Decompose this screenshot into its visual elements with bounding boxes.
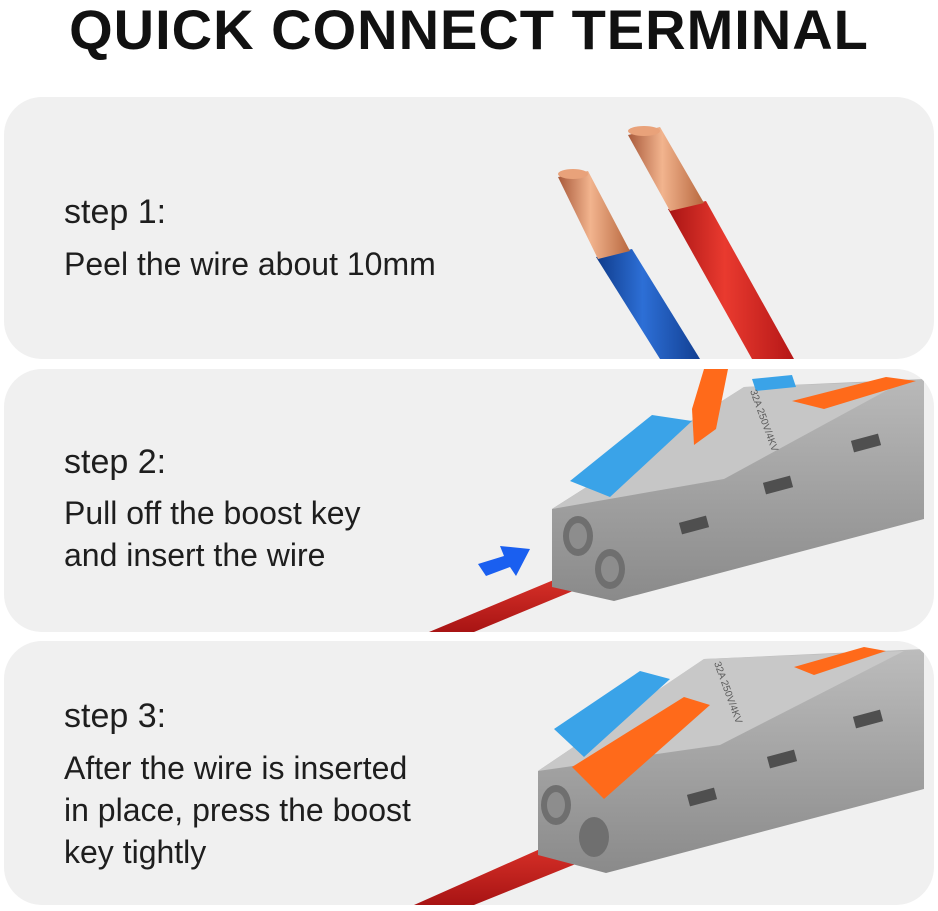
red-wire bbox=[628, 126, 794, 359]
step-1-text: Peel the wire about 10mm bbox=[64, 246, 436, 282]
connector-closed-illustration: 32A 250V/4KV bbox=[414, 647, 924, 905]
step-2-text: Pull off the boost key and insert the wi… bbox=[64, 495, 361, 573]
step-3-label: step 3: bbox=[64, 697, 167, 735]
step-2-label: step 2: bbox=[64, 443, 167, 481]
insert-arrow-icon bbox=[478, 546, 530, 576]
blue-wire bbox=[558, 169, 700, 359]
lever-connector: 32A 250V/4KV bbox=[538, 647, 924, 873]
step-3-text: After the wire is inserted in place, pre… bbox=[64, 750, 411, 870]
step-1-panel: step 1: Peel the wire about 10mm bbox=[4, 97, 934, 359]
stripped-wires-illustration bbox=[558, 126, 794, 359]
lever-connector: 32A 250V/4KV bbox=[552, 369, 924, 601]
step-1-label: step 1: bbox=[64, 193, 167, 231]
page-title: QUICK CONNECT TERMINAL bbox=[69, 0, 869, 61]
connector-open-illustration: 32A 250V/4KV bbox=[429, 369, 924, 632]
step-2-panel: step 2: Pull off the boost key and inser… bbox=[4, 369, 934, 632]
step-3-panel: step 3: After the wire is inserted in pl… bbox=[4, 641, 934, 905]
